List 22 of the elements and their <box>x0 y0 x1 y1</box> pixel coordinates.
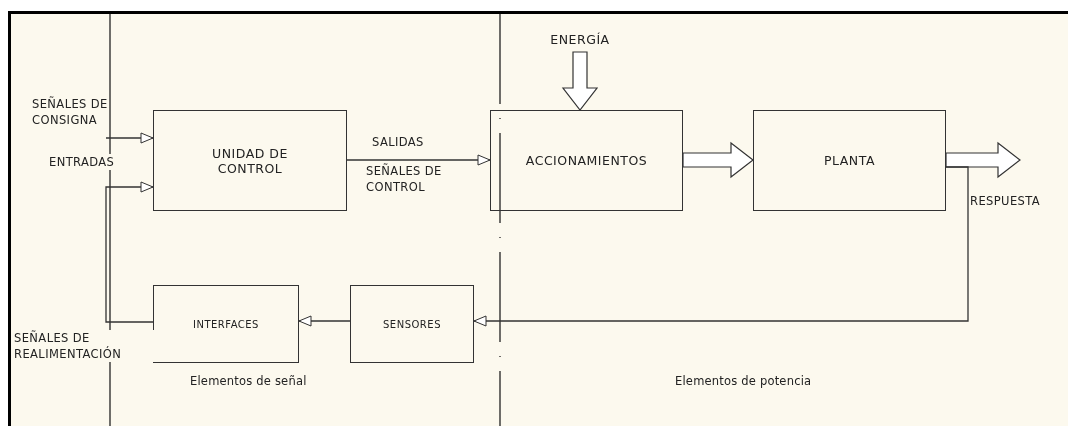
arrow <box>346 154 491 166</box>
section-label: Elementos de potencia <box>675 373 813 389</box>
arrow <box>298 315 351 327</box>
arrow <box>682 141 754 179</box>
section-label: Elementos de señal <box>190 373 308 389</box>
arrow <box>105 132 154 144</box>
arrow <box>945 141 1021 179</box>
arrow <box>105 181 154 323</box>
signal-label: SEÑALES DE REALIMENTACIÓN <box>14 330 154 362</box>
process-box: ACCIONAMIENTOS <box>490 110 683 211</box>
process-box: UNIDAD DE CONTROL <box>153 110 347 211</box>
signal-label: SEÑALES DE CONSIGNA <box>32 96 109 128</box>
process-box: SENSORES <box>350 285 474 363</box>
energy-label: ENERGÍA <box>548 30 612 48</box>
signal-label: SALIDAS <box>372 134 425 150</box>
signal-label: ENTRADAS <box>49 154 115 170</box>
signal-label: RESPUESTA <box>970 193 1042 209</box>
arrow <box>473 166 969 327</box>
process-box: PLANTA <box>753 110 946 211</box>
arrow <box>561 51 599 111</box>
signal-label: SEÑALES DE CONTROL <box>366 163 443 195</box>
process-box: INTERFACES <box>153 285 299 363</box>
